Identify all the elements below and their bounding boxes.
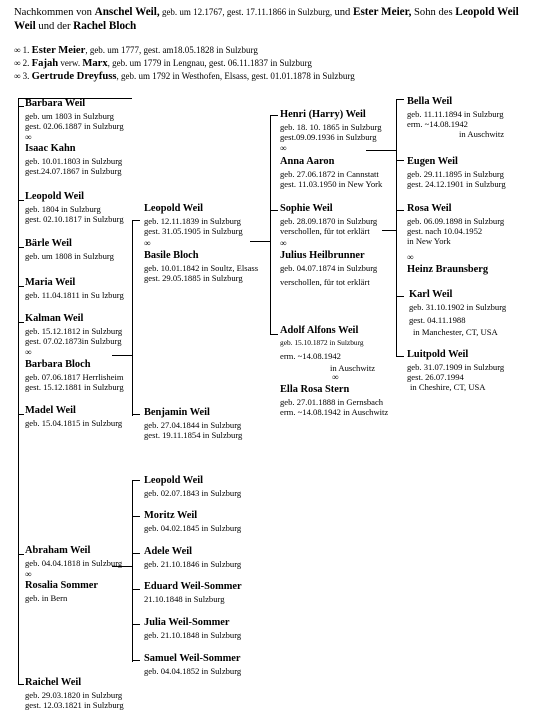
branch-line [18, 684, 24, 685]
branch-line [18, 322, 24, 323]
abraham-link-line [112, 566, 132, 567]
branch-line [132, 589, 140, 590]
marriage-symbol: ∞ [280, 238, 287, 248]
branch-line [18, 286, 24, 287]
branch-line [18, 200, 24, 201]
branch-line [18, 554, 24, 555]
branch-line [132, 516, 140, 517]
henri-children-line [396, 99, 397, 357]
branch-line [396, 356, 404, 357]
spouse-2: ∞ 2. Fajah verw. Marx, geb. um 1779 in L… [14, 58, 312, 69]
branch-line [18, 106, 24, 107]
branch-line [18, 414, 24, 415]
marriage-symbol: ∞ [280, 143, 287, 153]
branch-line [132, 624, 140, 625]
kalman-children-line [132, 220, 133, 416]
marriage-symbol: ∞ [25, 132, 32, 142]
tree-title-line2: Weil und der Rachel Bloch [14, 20, 137, 32]
branch-line [396, 99, 404, 100]
sophie-link-line [382, 230, 396, 231]
branch-line [132, 660, 140, 661]
spouse-1: ∞ 1. Ester Meier, geb. um 1777, gest. am… [14, 45, 258, 56]
branch-line [396, 160, 404, 161]
marriage-symbol: ∞ [25, 347, 32, 357]
branch-line [132, 480, 140, 481]
spouse-list: ∞ 1. Ester Meier, geb. um 1777, gest. am… [14, 44, 355, 83]
gen1-trunk-line [18, 98, 19, 684]
marriage-symbol: ∞ [25, 569, 32, 579]
henri-link-line [366, 150, 396, 151]
branch-line [396, 210, 404, 211]
branch-line [132, 414, 140, 415]
branch-line [270, 334, 278, 335]
leopold-children-line [270, 115, 271, 335]
spouse-3: ∞ 3. Gertrude Dreyfuss, geb. um 1792 in … [14, 71, 355, 82]
kalman-link-line [112, 355, 132, 356]
trunk-top-line [18, 98, 132, 99]
abraham-children-line [132, 480, 133, 662]
marriage-symbol: ∞ [332, 372, 339, 382]
branch-line [132, 553, 140, 554]
marriage-symbol: ∞ [407, 252, 414, 262]
person-heinz-braunsberg: Heinz Braunsberg [407, 264, 489, 275]
marriage-symbol: ∞ [144, 238, 151, 248]
branch-line [270, 210, 278, 211]
branch-line [132, 220, 140, 221]
branch-line [18, 247, 24, 248]
leopold-link-line [250, 241, 270, 242]
branch-line [270, 115, 278, 116]
branch-line [396, 296, 404, 297]
tree-title: Nachkommen von Anschel Weil, geb. um 12.… [14, 6, 519, 18]
